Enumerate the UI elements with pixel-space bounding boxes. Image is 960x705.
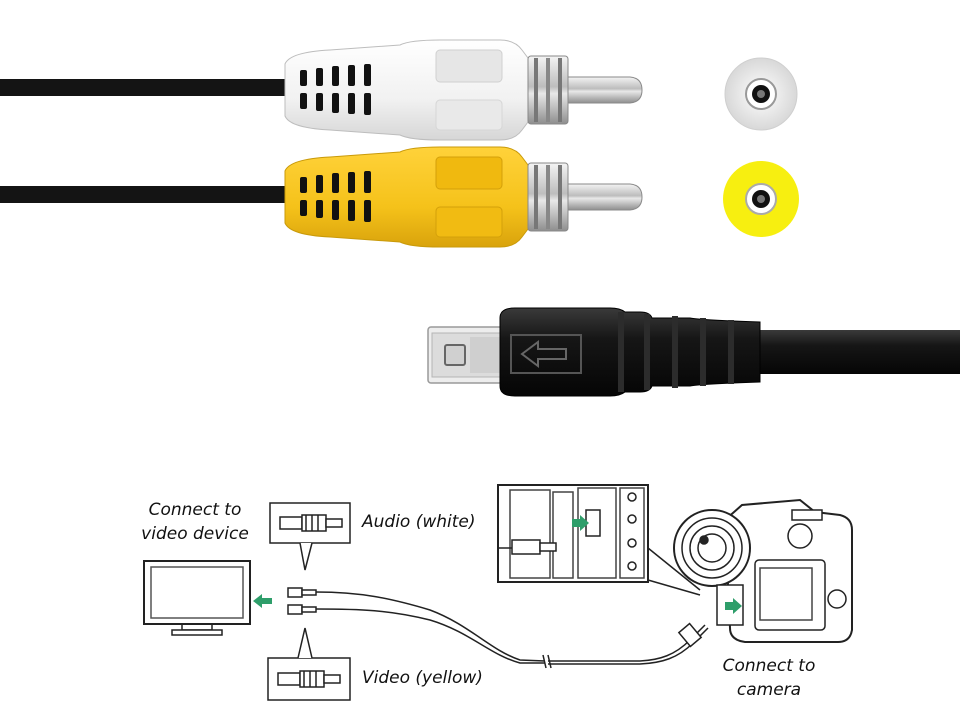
connector-housing [499,307,761,397]
white-plug-pin [567,76,643,104]
white-rca-plug [0,39,643,141]
white-plug-grip-slots [300,64,371,115]
video-caption: Video (yellow) [362,668,483,688]
yellow-plug-cable [0,186,300,203]
connect-video-line1: Connect to [148,500,242,520]
connector-pin-slot [444,344,466,366]
connect-video-caption: Connect to video device [140,498,250,546]
connect-video-line2: video device [141,524,249,544]
connect-camera-line1: Connect to [722,656,816,676]
camera-port-inset [497,484,701,596]
camera-connector-cable [760,330,960,374]
camera-icon [673,498,853,643]
connect-camera-line2: camera [736,680,802,700]
audio-caption: Audio (white) [362,512,476,532]
yellow-plug-grip-slots [300,171,371,222]
arrow-right-icon [725,598,742,614]
arrow-left-icon [253,594,272,608]
connection-diagram [143,484,853,701]
arrow-right-icon [572,515,589,531]
diagram-cable [315,591,546,662]
tv-icon [143,560,251,636]
rca-plug-icon [279,514,343,532]
yellow-jack-icon [723,161,799,237]
video-callout [267,627,351,701]
white-plug-texture [435,49,503,83]
audio-callout [269,502,351,571]
arrow-left-icon [520,340,567,368]
connect-camera-caption: Connect to camera [714,654,824,702]
rca-plug-icon [277,670,341,688]
white-plug-cable [0,79,300,96]
yellow-plug-pin [567,183,643,211]
yellow-plug-texture [435,156,503,190]
white-jack-icon [724,57,798,131]
yellow-rca-plug [0,146,643,248]
direction-arrow-box [510,334,582,374]
camera-connector-plug [427,307,960,397]
